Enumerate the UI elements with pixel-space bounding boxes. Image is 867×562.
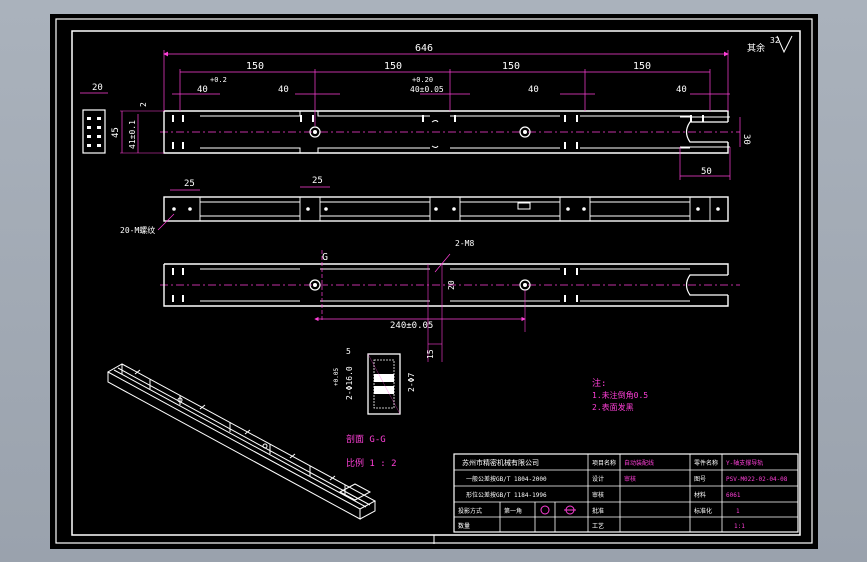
dim-2: 2: [139, 102, 148, 107]
tb-company: 苏州市精密机械有限公司: [462, 458, 539, 467]
tb-scale-value: 1:1: [734, 523, 745, 530]
dim-40-d: 40: [528, 85, 539, 95]
tb-material-label: 材料: [694, 491, 706, 499]
isometric-view: [106, 363, 377, 520]
tb-tol2: 形位公差按GB/T 1184-1996: [466, 491, 547, 499]
dim-40-e: 40: [676, 85, 687, 95]
tb-sheet: 第一角: [504, 507, 522, 515]
tb-material-value: 6061: [726, 492, 741, 499]
tb-project-value: 自动装配线: [624, 459, 654, 467]
tb-project-label: 项目名称: [592, 459, 616, 467]
dim-50: 50: [701, 167, 712, 177]
dim-40-a: 40: [197, 85, 208, 95]
tb-dwg-value: PSV-M022-02-04-08: [726, 476, 788, 483]
dim-sec-5: 5: [346, 347, 351, 356]
drawing-sheet: 其余 32 646: [50, 14, 818, 549]
notes-line2: 2.表面发黑: [592, 402, 634, 412]
roughness-symbol: 其余 32: [747, 35, 793, 54]
dim-30: 30: [741, 134, 751, 145]
label-thread: 20-M螺纹: [120, 225, 155, 235]
tb-proj: 投影方式: [458, 507, 482, 515]
tb-qty-label: 数量: [458, 522, 470, 530]
tb-check-value: 审核: [624, 475, 636, 483]
dim-40-a-tol: +0.2: [210, 76, 227, 84]
dim-45: 45: [111, 127, 121, 138]
dim-150-3: 150: [502, 61, 520, 72]
dim-40-b: 40: [278, 85, 289, 95]
notes: 注: 1.未注倒角0.5 2.表面发黑: [592, 377, 648, 412]
end-view: 20: [80, 83, 108, 154]
tb-standard: 标准化: [694, 507, 712, 515]
dim-sec-dia: 2-Φ16.0: [345, 366, 354, 400]
dim-sec-hole: 2-Φ7: [407, 373, 416, 392]
title-block: 苏州市精密机械有限公司 一般公差按GB/T 1804-2000 形位公差按GB/…: [453, 453, 799, 533]
tb-part-label: 零件名称: [694, 459, 718, 467]
label-holes: 2-M8: [455, 239, 474, 248]
dim-40-c: 40±0.05: [410, 85, 444, 94]
tb-tol1: 一般公差按GB/T 1804-2000: [466, 475, 547, 483]
notes-line1: 1.未注倒角0.5: [592, 390, 648, 400]
dim-150-4: 150: [633, 61, 651, 72]
dim-sec-tol: +0.05: [333, 368, 340, 386]
tb-checker: 审核: [592, 491, 604, 499]
tb-approver: 批准: [592, 507, 604, 515]
dim-150-2: 150: [384, 61, 402, 72]
dim-25-b: 25: [312, 176, 323, 186]
dim-40-c-tol: +0.20: [412, 76, 433, 84]
dim-25-a: 25: [184, 179, 195, 189]
dim-150-1: 150: [246, 61, 264, 72]
inner-border: [71, 30, 801, 536]
section-caption: 剖面 G-G: [346, 433, 386, 445]
dim-20v: 20: [447, 280, 456, 290]
dim-20: 20: [92, 83, 103, 93]
roughness-prefix: 其余: [747, 42, 765, 54]
scale-caption: 比例 1 : 2: [346, 457, 397, 469]
section-mark-g: G: [322, 252, 328, 263]
notes-heading: 注:: [592, 377, 606, 389]
tb-part-value: Y-轴支撑导轨: [726, 459, 763, 467]
section-gg: 5 2-Φ16.0 +0.05 2-Φ7 剖面 G-G 比例 1 : 2: [333, 347, 416, 469]
tb-designer: 设计: [592, 475, 604, 483]
tb-dwg-label: 图号: [694, 476, 706, 483]
dim-646: 646: [415, 43, 433, 54]
bottom-view: G 2-M8 240±0.05 15 20: [160, 239, 740, 362]
cad-drawing: 其余 32 646: [55, 18, 813, 544]
dim-41: 41±0.1: [128, 120, 137, 149]
tb-process: 工艺: [592, 522, 604, 530]
dim-15: 15: [426, 349, 435, 359]
tb-qty-value: 1: [736, 508, 740, 515]
roughness-value: 32: [770, 36, 780, 45]
dim-240: 240±0.05: [390, 321, 433, 331]
top-view: 646 150 150 150 150 40 +0.2 40 40±0.05 +…: [111, 43, 751, 180]
front-view: 25 25 20-M螺纹: [120, 176, 729, 235]
